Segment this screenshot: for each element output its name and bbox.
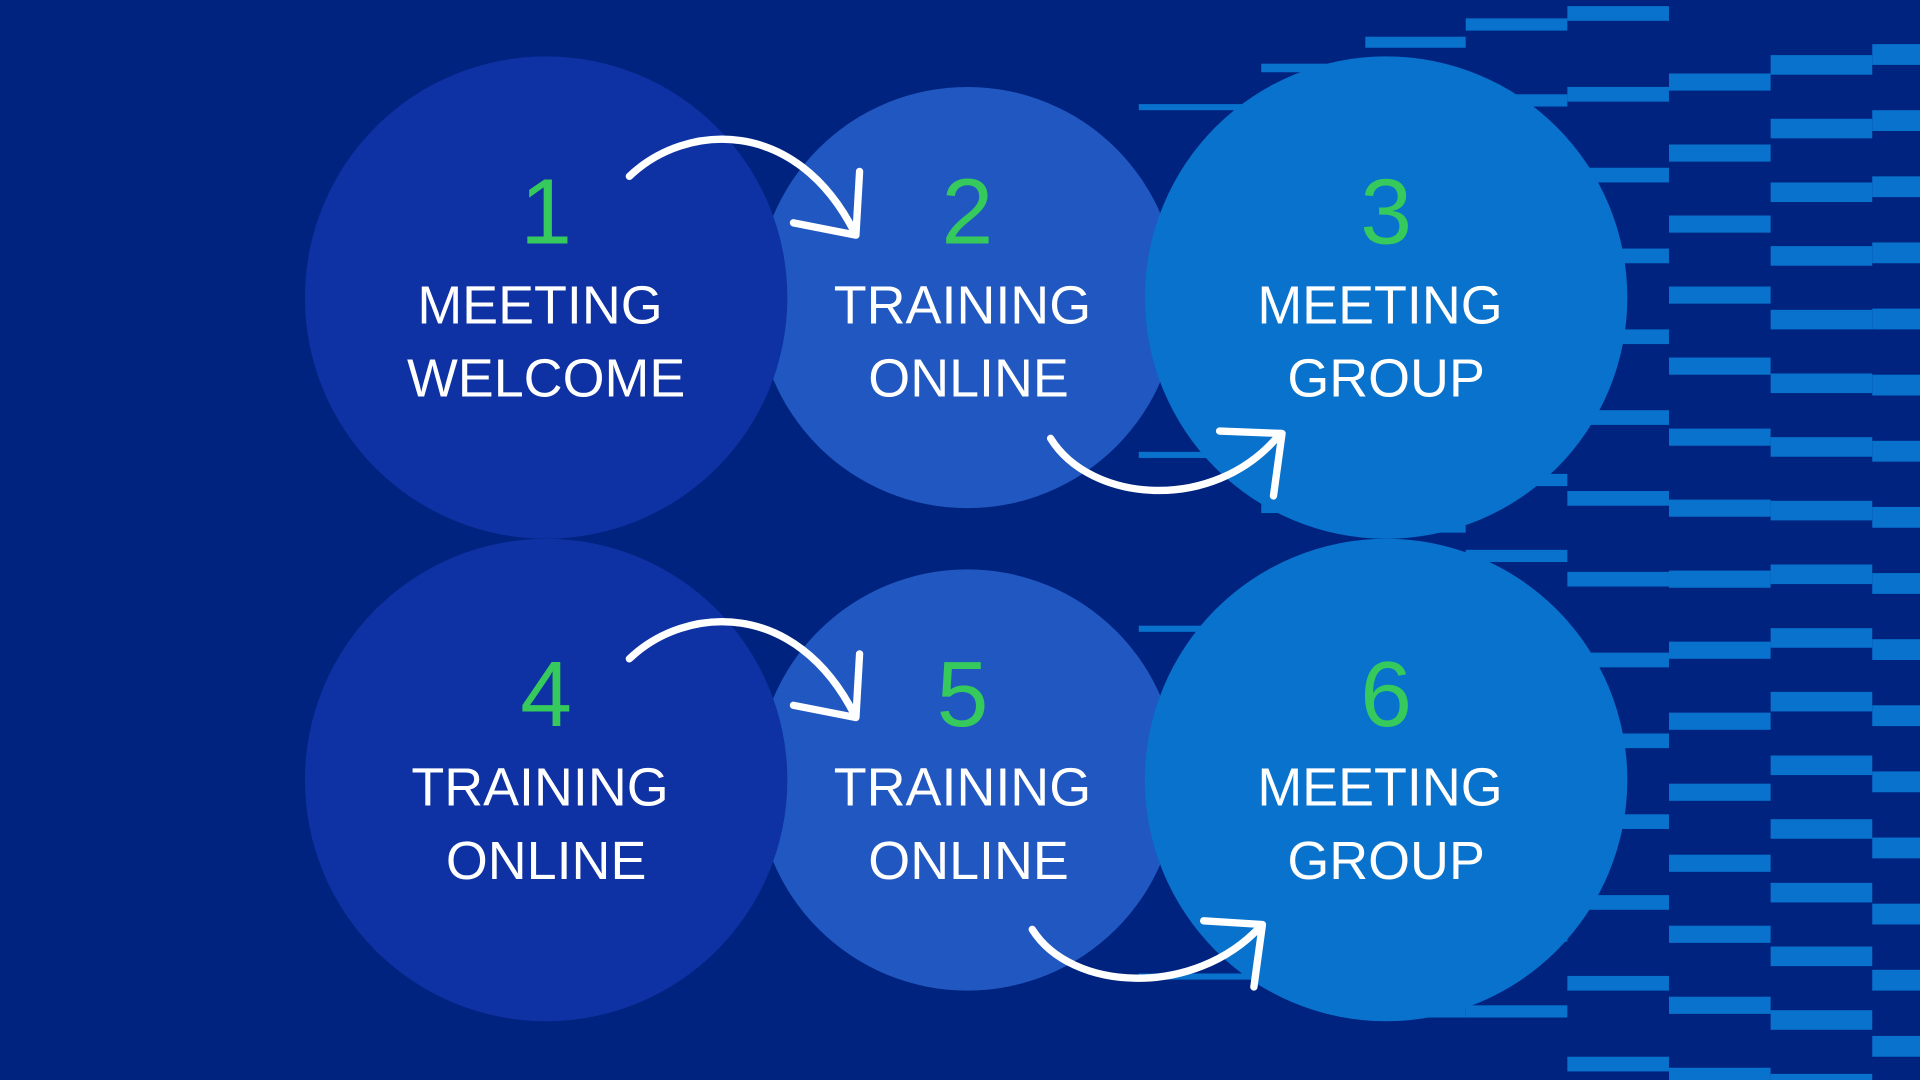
step-3-circle xyxy=(1144,56,1628,539)
arrow-5-to-6-icon xyxy=(1028,917,1267,991)
decorative-bar xyxy=(1872,705,1920,727)
step-number: 4 xyxy=(520,642,572,746)
step-3: 3 MEETING GROUP xyxy=(1257,160,1502,409)
arrow-1-to-2-icon xyxy=(625,135,864,239)
decorative-bar xyxy=(1567,6,1669,21)
decorative-bar xyxy=(1872,903,1920,925)
decorative-bar xyxy=(1465,1005,1568,1018)
decorative-bar xyxy=(1872,506,1920,528)
decorative-bar xyxy=(1872,440,1920,462)
step-label-line1: MEETING xyxy=(417,275,662,335)
step-label-line1: MEETING xyxy=(1257,758,1502,818)
decorative-bar xyxy=(1668,215,1771,233)
decorative-bar xyxy=(1668,499,1771,517)
step-number: 5 xyxy=(937,642,989,746)
decorative-bar xyxy=(1872,44,1920,65)
decorative-bar xyxy=(1668,712,1771,730)
step-label-line1: TRAINING xyxy=(834,758,1091,818)
decorative-bar xyxy=(1668,73,1771,91)
decorative-bar xyxy=(1872,176,1920,198)
step-4-circle xyxy=(304,538,788,1022)
decorative-bar xyxy=(1668,854,1771,872)
decorative-bar xyxy=(1138,451,1262,458)
decorative-bar xyxy=(1770,437,1873,457)
decorative-bar xyxy=(1872,308,1920,330)
decorative-bar xyxy=(1770,55,1873,75)
step-4: 4 TRAINING ONLINE xyxy=(411,642,668,891)
decorative-bar xyxy=(1770,755,1873,776)
decorative-bar xyxy=(1872,771,1920,793)
decorative-bar xyxy=(1770,882,1873,903)
decorative-bar xyxy=(1365,36,1466,48)
decorative-bar xyxy=(1668,1067,1771,1080)
step-label-line2: WELCOME xyxy=(407,349,685,409)
step-label-line2: ONLINE xyxy=(868,349,1069,409)
step-number: 6 xyxy=(1360,642,1412,746)
decorative-bar xyxy=(1770,946,1873,967)
step-number: 1 xyxy=(520,160,572,264)
decorative-bar xyxy=(1872,110,1920,132)
decorative-bar xyxy=(1567,491,1669,506)
arrow-2-to-3-icon xyxy=(1046,427,1286,500)
decorative-bar xyxy=(1138,973,1262,980)
step-label-line1: TRAINING xyxy=(834,275,1091,335)
decorative-bar xyxy=(1770,309,1873,330)
decorative-bar xyxy=(1770,1010,1873,1030)
decorative-bar xyxy=(1465,549,1568,563)
decorative-bar xyxy=(1668,925,1771,943)
step-label-line1: TRAINING xyxy=(411,758,668,818)
decorative-bar xyxy=(1872,837,1920,859)
decorative-bar xyxy=(1567,86,1669,102)
decorative-bar xyxy=(1567,975,1669,991)
decorative-bar xyxy=(1465,18,1568,31)
decorative-bar xyxy=(1872,969,1920,991)
decorative-bar xyxy=(1770,246,1873,266)
decorative-bar xyxy=(1668,144,1771,162)
step-5: 5 TRAINING ONLINE xyxy=(834,642,1091,891)
decorative-bar xyxy=(1770,819,1873,839)
step-number: 2 xyxy=(941,160,993,264)
decorative-bar xyxy=(1138,104,1262,111)
step-label-line2: GROUP xyxy=(1287,831,1485,891)
step-1-circle xyxy=(304,56,788,539)
step-6: 6 MEETING GROUP xyxy=(1257,642,1502,891)
step-label-line2: GROUP xyxy=(1287,349,1485,409)
step-2: 2 TRAINING ONLINE xyxy=(834,160,1091,409)
decorative-bar xyxy=(1872,573,1920,594)
decorative-bar xyxy=(1770,628,1873,648)
decorative-bar xyxy=(1668,286,1771,304)
step-label-line2: ONLINE xyxy=(868,831,1069,891)
arrow-4-to-5-icon xyxy=(625,618,864,722)
step-6-circle xyxy=(1144,538,1628,1022)
decorative-bar xyxy=(1770,500,1873,521)
step-label-line1: MEETING xyxy=(1257,275,1502,335)
decorative-bar xyxy=(1567,1056,1669,1072)
decorative-bar xyxy=(1668,357,1771,375)
decorative-bar xyxy=(1770,1073,1873,1080)
step-number: 3 xyxy=(1360,160,1412,264)
decorative-bar xyxy=(1872,639,1920,660)
step-label-line2: ONLINE xyxy=(446,831,647,891)
decorative-bar xyxy=(1770,564,1873,585)
decorative-bar xyxy=(1872,242,1920,264)
decorative-bar xyxy=(1567,571,1669,587)
decorative-bar xyxy=(1770,373,1873,394)
decorative-bar xyxy=(1668,783,1771,801)
decorative-bar xyxy=(1668,570,1771,588)
step-1: 1 MEETING WELCOME xyxy=(407,160,685,409)
decorative-bar xyxy=(1668,996,1771,1014)
decorative-bar xyxy=(1770,182,1873,203)
decorative-bar xyxy=(1770,691,1873,712)
decorative-bar xyxy=(1770,118,1873,139)
decorative-bar xyxy=(1668,641,1771,659)
decorative-bar xyxy=(1872,374,1920,396)
decorative-bar xyxy=(1872,1035,1920,1057)
decorative-bar xyxy=(1668,428,1771,446)
